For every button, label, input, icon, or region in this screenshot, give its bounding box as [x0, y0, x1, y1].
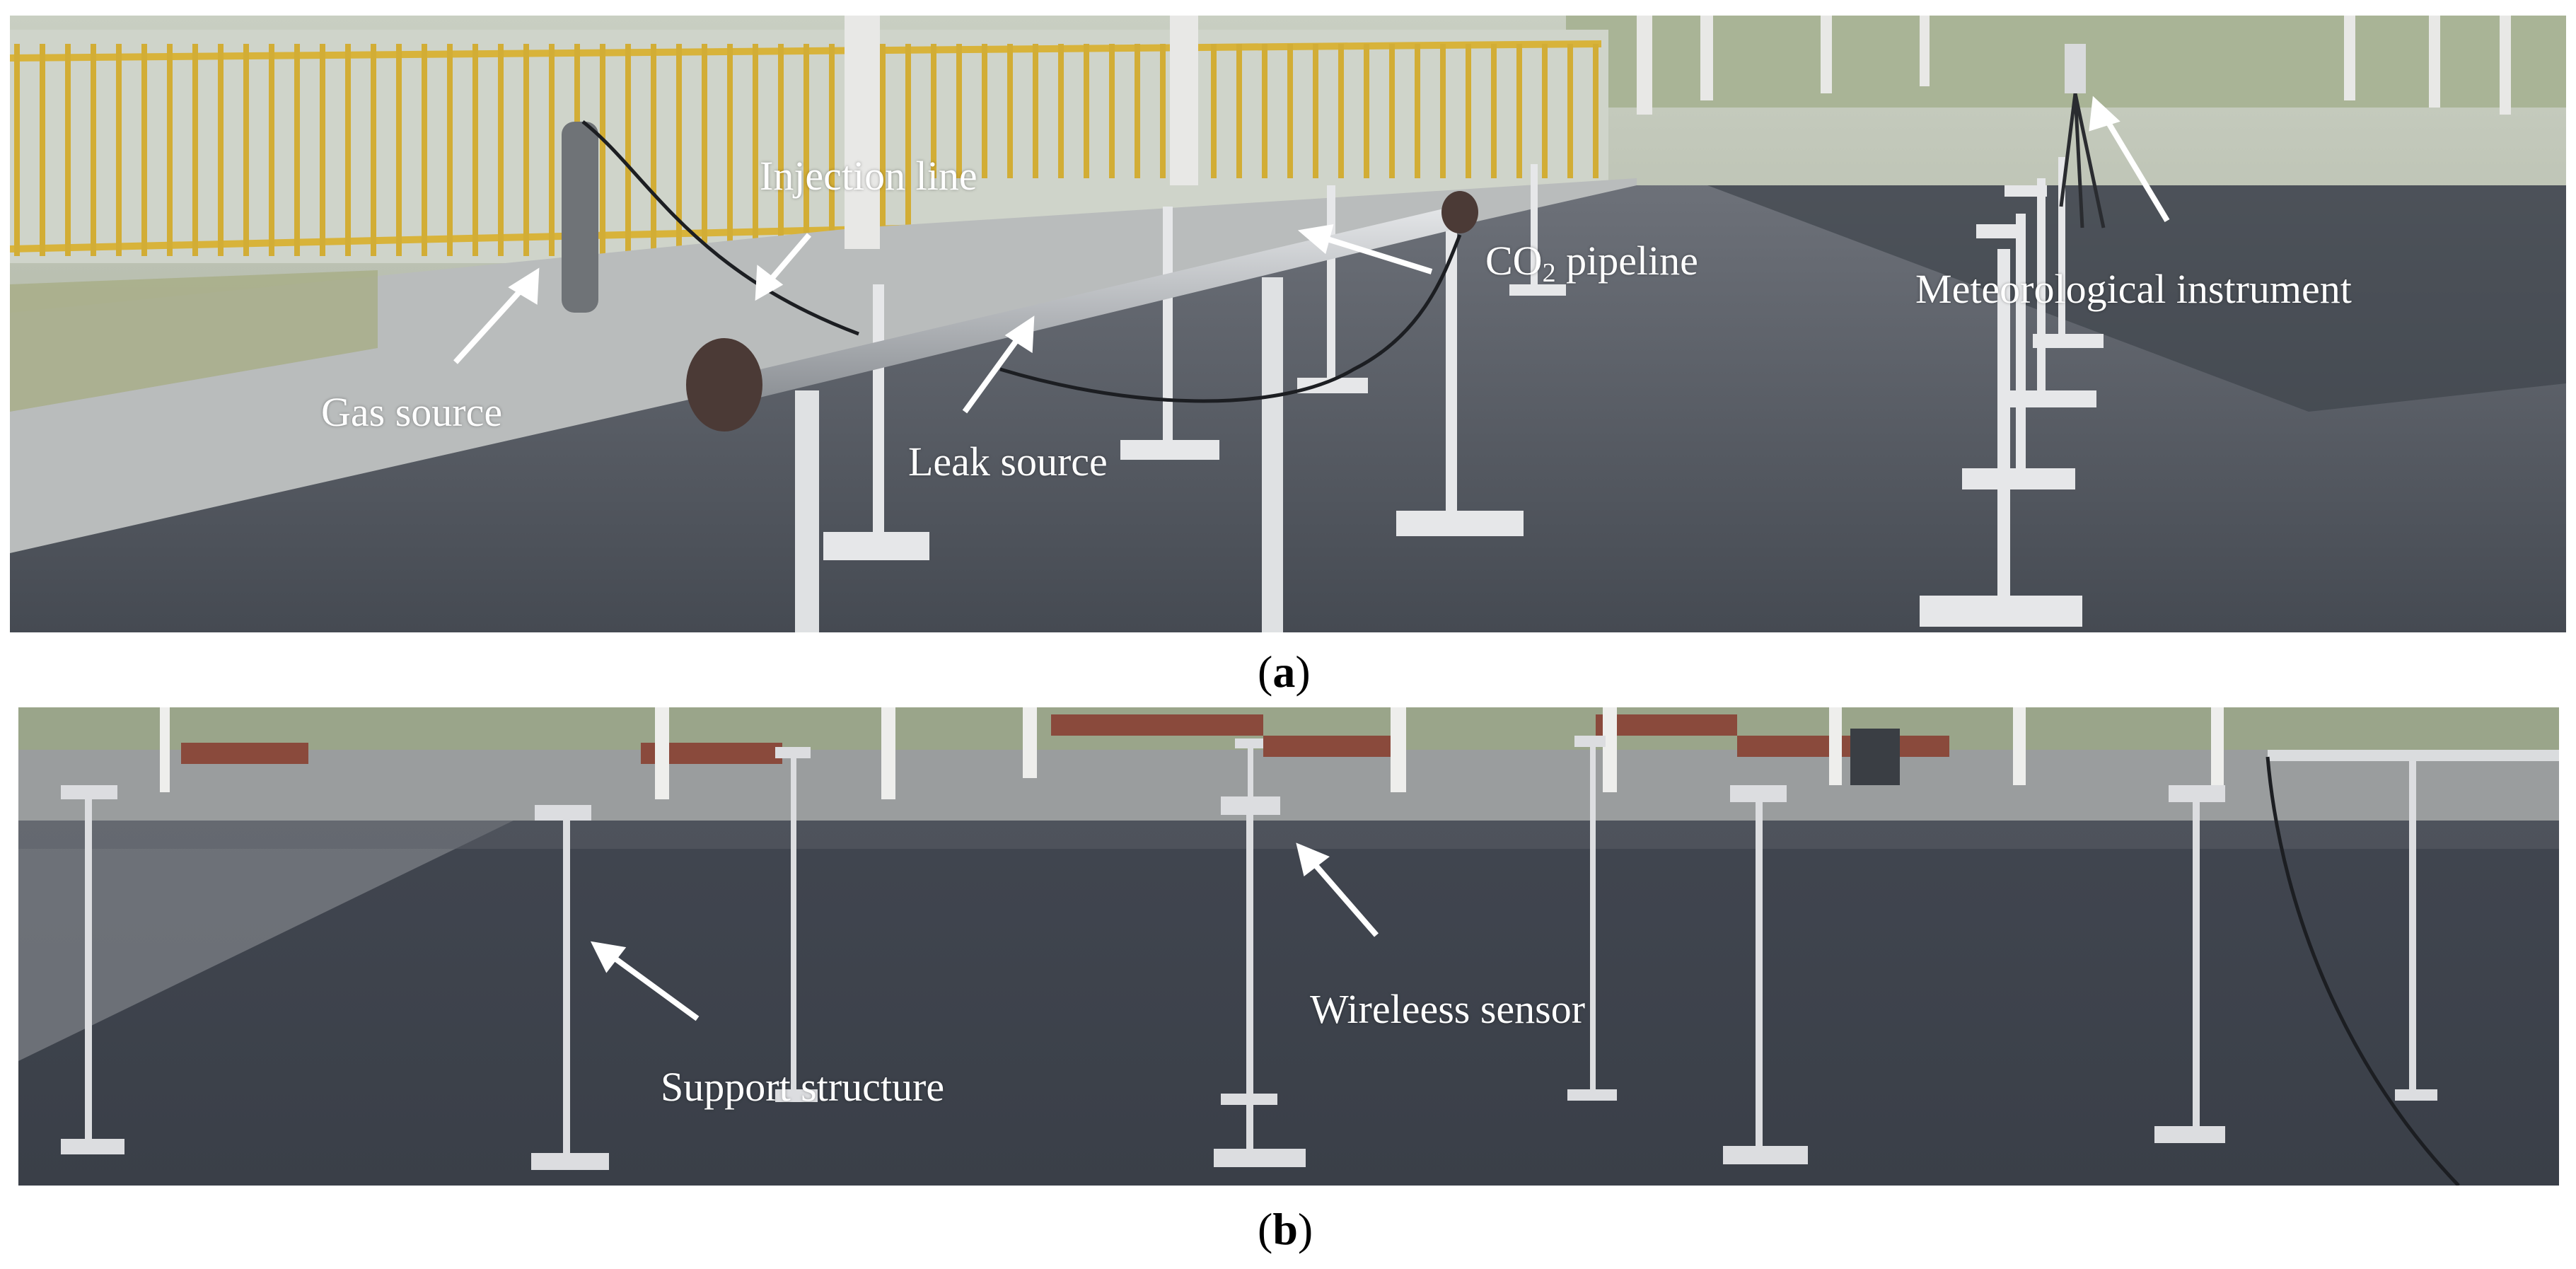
photo-b-scene — [18, 707, 2559, 1186]
label-meteorological-instrument: Meteorological instrument — [1915, 266, 2352, 312]
sensor-stands-a — [823, 157, 2104, 627]
label-injection-line: Injection line — [760, 153, 977, 199]
label-gas-source: Gas source — [321, 389, 503, 435]
caption-a-letter: a — [1272, 647, 1296, 697]
co2-suffix: pipeline — [1555, 238, 1698, 284]
photo-a-scene — [10, 16, 2566, 632]
co2-subscript: 2 — [1542, 258, 1556, 288]
label-leak-source: Leak source — [908, 439, 1108, 485]
caption-b-letter: b — [1272, 1204, 1298, 1254]
meteorological-tripod — [2059, 93, 2106, 228]
photo-panel-a: Injection line CO2 pipeline Meteorologic… — [10, 16, 2566, 632]
sensor-stands-b — [61, 736, 2437, 1170]
co2-pipeline — [745, 207, 1467, 398]
label-wireless-sensor: Wireleess sensor — [1310, 986, 1586, 1032]
co2-prefix: CO — [1485, 238, 1543, 284]
gas-cylinder — [562, 122, 598, 313]
label-support-structure: Support structure — [661, 1064, 945, 1110]
injection-cable — [581, 120, 1462, 403]
pipeline-flange — [686, 338, 762, 431]
annotation-arrows-b — [590, 842, 1379, 1021]
annotation-arrows-a — [453, 95, 2170, 414]
caption-b: (b) — [1258, 1204, 1313, 1254]
photo-panel-b: Wireleess sensor Support structure — [18, 707, 2559, 1186]
label-co2-pipeline: CO2 pipeline — [1485, 238, 1698, 287]
caption-a: (a) — [1258, 647, 1311, 697]
